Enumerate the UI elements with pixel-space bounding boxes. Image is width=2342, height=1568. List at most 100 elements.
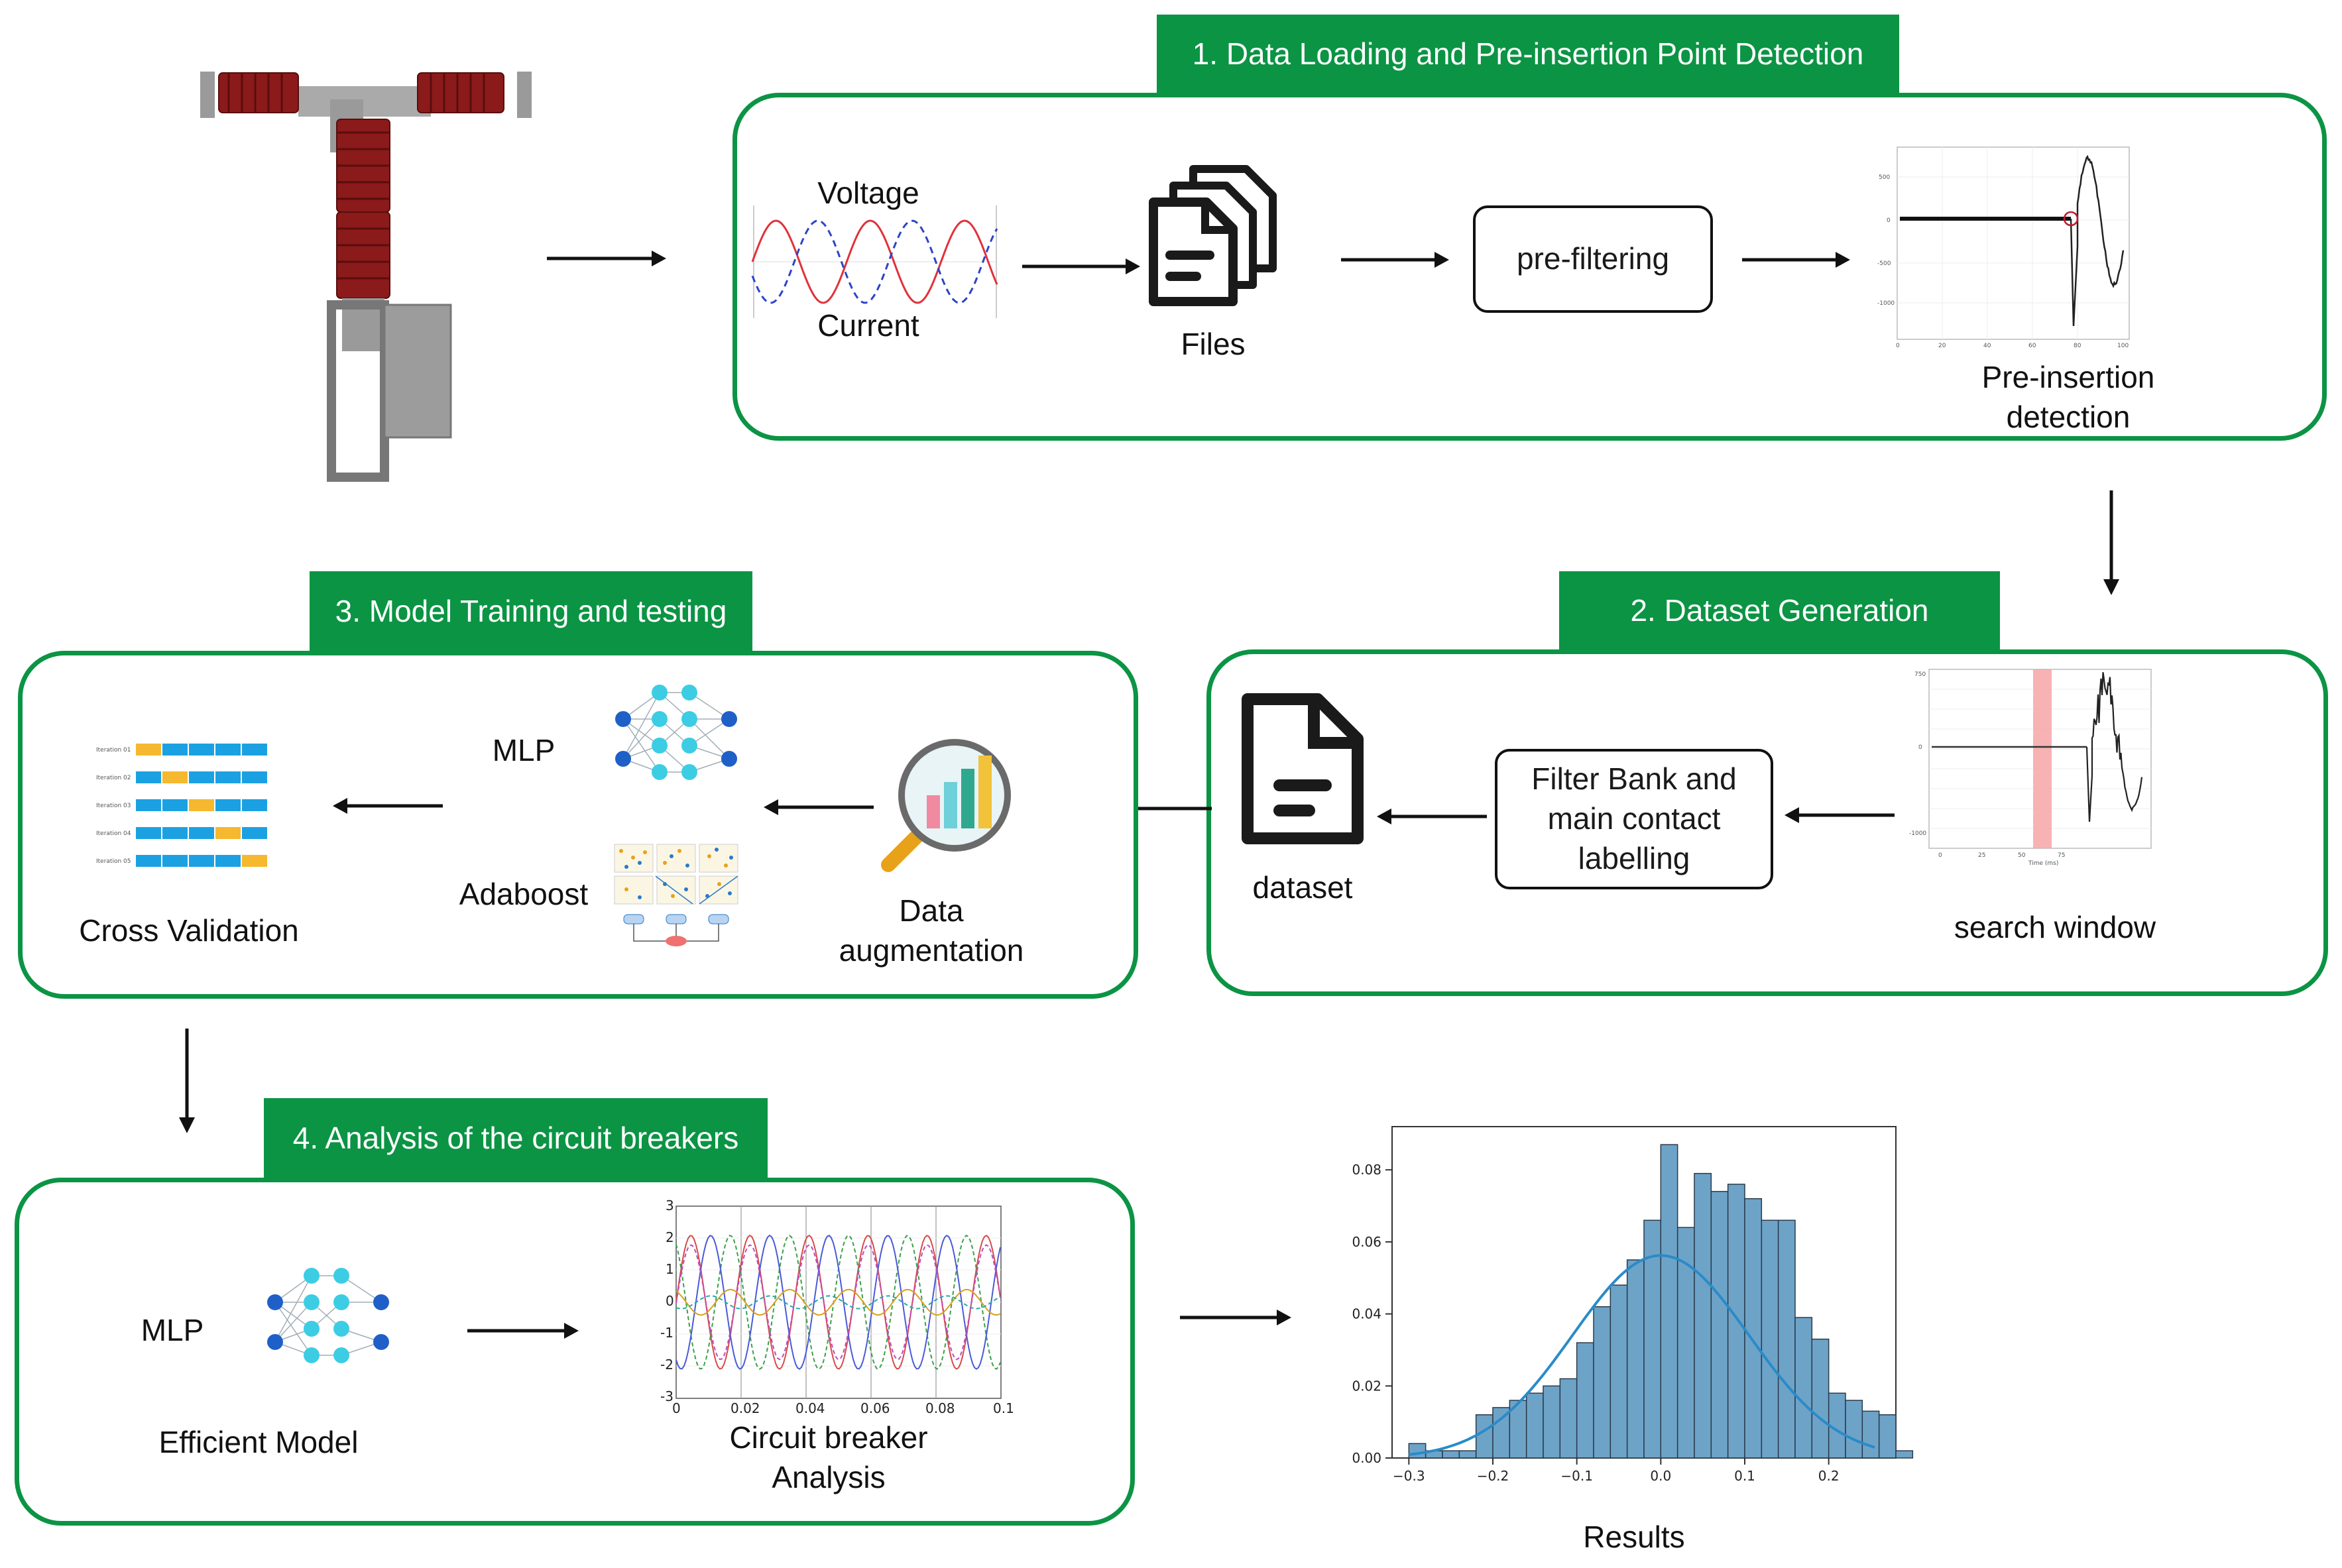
- results-label: Results: [1551, 1518, 1717, 1557]
- arrow-models-to-crossval: [331, 793, 444, 819]
- svg-text:0: 0: [1887, 217, 1891, 224]
- fold-cell: [136, 744, 161, 756]
- adaboost-label: Adaboost: [431, 875, 616, 915]
- fold-cell: [215, 799, 241, 811]
- svg-text:750: 750: [1914, 671, 1926, 678]
- circuit-breaker-analysis-plot: 3210-1-2-3 00.020.040.060.080.1: [656, 1200, 1014, 1418]
- svg-text:-500: -500: [1877, 260, 1891, 267]
- histogram-bar: [1627, 1260, 1644, 1458]
- svg-text:Iteration 05: Iteration 05: [96, 858, 131, 865]
- fold-cell: [242, 771, 267, 783]
- fold-cell: [189, 827, 214, 839]
- histogram-bar: [1459, 1451, 1476, 1458]
- stage3-mlp-label: MLP: [464, 731, 583, 771]
- svg-text:20: 20: [1938, 343, 1946, 349]
- histogram-bar: [1896, 1451, 1912, 1458]
- svg-text:75: 75: [2058, 852, 2065, 859]
- histogram-bar: [1761, 1220, 1778, 1458]
- histogram-x-tick-label: 0.1: [1734, 1468, 1755, 1484]
- fold-cell: [136, 771, 161, 783]
- histogram-bar: [1812, 1339, 1828, 1458]
- histogram-y-tick-label: 0.08: [1352, 1162, 1381, 1178]
- histogram-x-tick-label: −0.2: [1477, 1468, 1509, 1484]
- circuit-breaker-analysis-label: Circuit breaker Analysis: [716, 1418, 941, 1498]
- histogram-y-tick-label: 0.02: [1352, 1378, 1381, 1394]
- svg-text:40: 40: [1983, 343, 1991, 349]
- arrow-stage3-to-stage4: [174, 1029, 200, 1135]
- svg-text:Iteration 01: Iteration 01: [96, 747, 131, 754]
- voltage-label: Voltage: [769, 174, 968, 213]
- magnifier-chart-icon: [875, 732, 1021, 878]
- stage3-banner: 3. Model Training and testing: [310, 571, 752, 651]
- neural-network-icon: [610, 683, 742, 795]
- histogram-bar: [1661, 1145, 1677, 1458]
- fold-cell: [242, 855, 267, 867]
- efficient-model-network-icon: [262, 1266, 394, 1378]
- svg-text:25: 25: [1978, 852, 1985, 859]
- results-histogram: 0.000.020.040.060.08 −0.3−0.2−0.10.00.10…: [1332, 1120, 1916, 1484]
- histogram-x-tick-label: −0.3: [1393, 1468, 1425, 1484]
- stage4-banner: 4. Analysis of the circuit breakers: [264, 1098, 768, 1178]
- histogram-bar: [1862, 1411, 1879, 1458]
- fold-cell: [242, 827, 267, 839]
- histogram-bar: [1711, 1192, 1727, 1458]
- svg-text:500: 500: [1879, 174, 1890, 181]
- histogram-bar: [1745, 1199, 1761, 1458]
- filter-bank-box: Filter Bank and main contact labelling: [1495, 749, 1773, 889]
- svg-text:Time (ms): Time (ms): [2028, 860, 2058, 867]
- histogram-x-tick-label: −0.1: [1560, 1468, 1593, 1484]
- histogram-bar: [1543, 1386, 1560, 1458]
- circuit-breaker-icon: [192, 60, 537, 484]
- data-augmentation-label: Data augmentation: [822, 891, 1041, 971]
- histogram-bar: [1610, 1285, 1627, 1458]
- svg-text:60: 60: [2028, 343, 2036, 349]
- arrow-filterbank-to-dataset: [1376, 803, 1488, 830]
- svg-text:0.1: 0.1: [993, 1400, 1014, 1416]
- search-window-label: search window: [1942, 908, 2168, 948]
- svg-text:-1: -1: [660, 1325, 673, 1341]
- fold-cell: [189, 771, 214, 783]
- histogram-bar: [1795, 1317, 1812, 1458]
- svg-text:0.08: 0.08: [925, 1400, 955, 1416]
- svg-text:0: 0: [666, 1293, 674, 1309]
- prefiltering-box: pre-filtering: [1473, 205, 1713, 313]
- histogram-bar: [1845, 1400, 1862, 1458]
- svg-text:0.02: 0.02: [731, 1400, 760, 1416]
- adaboost-diagram: [613, 843, 739, 956]
- fold-cell: [215, 771, 241, 783]
- fold-cell: [162, 771, 188, 783]
- fold-cell: [162, 827, 188, 839]
- svg-text:80: 80: [2074, 343, 2081, 349]
- fold-cell: [162, 744, 188, 756]
- svg-text:1: 1: [666, 1261, 674, 1277]
- histogram-y-tick-label: 0.04: [1352, 1306, 1381, 1322]
- histogram-bar: [1409, 1443, 1425, 1458]
- fold-cell: [215, 827, 241, 839]
- svg-text:Iteration 02: Iteration 02: [96, 775, 131, 781]
- fold-cell: [136, 827, 161, 839]
- fold-cell: [189, 855, 214, 867]
- dataset-label: dataset: [1200, 868, 1405, 908]
- pre-insertion-plot: 5000-500-1000 020406080100: [1877, 147, 2129, 353]
- fold-cell: [162, 855, 188, 867]
- histogram-bar: [1527, 1393, 1543, 1458]
- fold-cell: [189, 799, 214, 811]
- svg-text:0.04: 0.04: [795, 1400, 825, 1416]
- svg-text:0.06: 0.06: [860, 1400, 890, 1416]
- arrow-search-to-filterbank: [1783, 802, 1896, 828]
- document-icon: [1240, 693, 1366, 845]
- fold-cell: [242, 799, 267, 811]
- fold-cell: [215, 744, 241, 756]
- fold-cell: [136, 855, 161, 867]
- arrow-augmentation-to-models: [762, 794, 875, 820]
- svg-text:-1000: -1000: [1877, 300, 1895, 307]
- svg-text:2: 2: [666, 1229, 674, 1245]
- svg-text:3: 3: [666, 1198, 674, 1213]
- voltage-current-waveform: [752, 205, 998, 318]
- svg-text:Iteration 03: Iteration 03: [96, 803, 131, 809]
- histogram-bar: [1476, 1415, 1493, 1458]
- fold-cell: [242, 744, 267, 756]
- histogram-x-tick-label: 0.2: [1818, 1468, 1840, 1484]
- fold-cell: [189, 744, 214, 756]
- svg-text:0: 0: [672, 1400, 681, 1416]
